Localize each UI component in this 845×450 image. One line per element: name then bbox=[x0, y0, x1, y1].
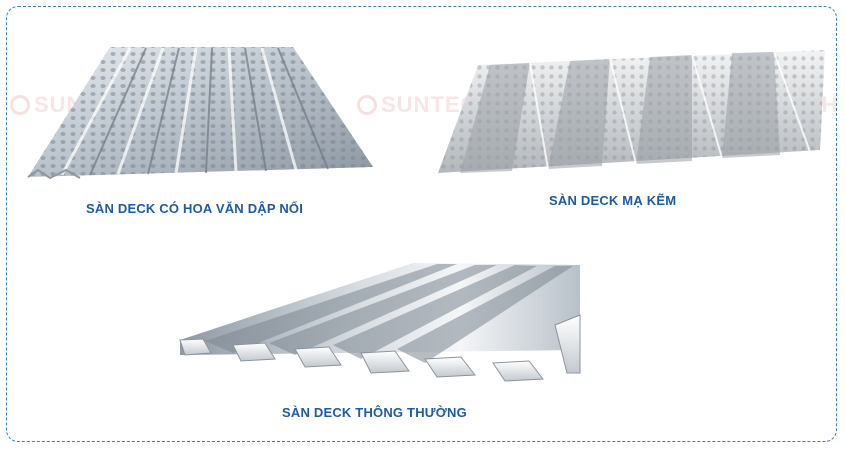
galvanized-deck-sheet-icon bbox=[430, 45, 830, 180]
embossed-deck-sheet-icon bbox=[18, 42, 378, 187]
product-caption: SÀN DECK CÓ HOA VĂN DẬP NỔI bbox=[86, 201, 304, 216]
standard-deck-sheet-icon bbox=[175, 255, 595, 390]
brand-logo-watermark bbox=[10, 95, 30, 115]
product-caption: SÀN DECK MẠ KẼM bbox=[549, 193, 677, 208]
brand-logo-watermark bbox=[357, 95, 377, 115]
dashed-frame bbox=[6, 6, 837, 442]
product-caption: SÀN DECK THÔNG THƯỜNG bbox=[282, 405, 467, 420]
